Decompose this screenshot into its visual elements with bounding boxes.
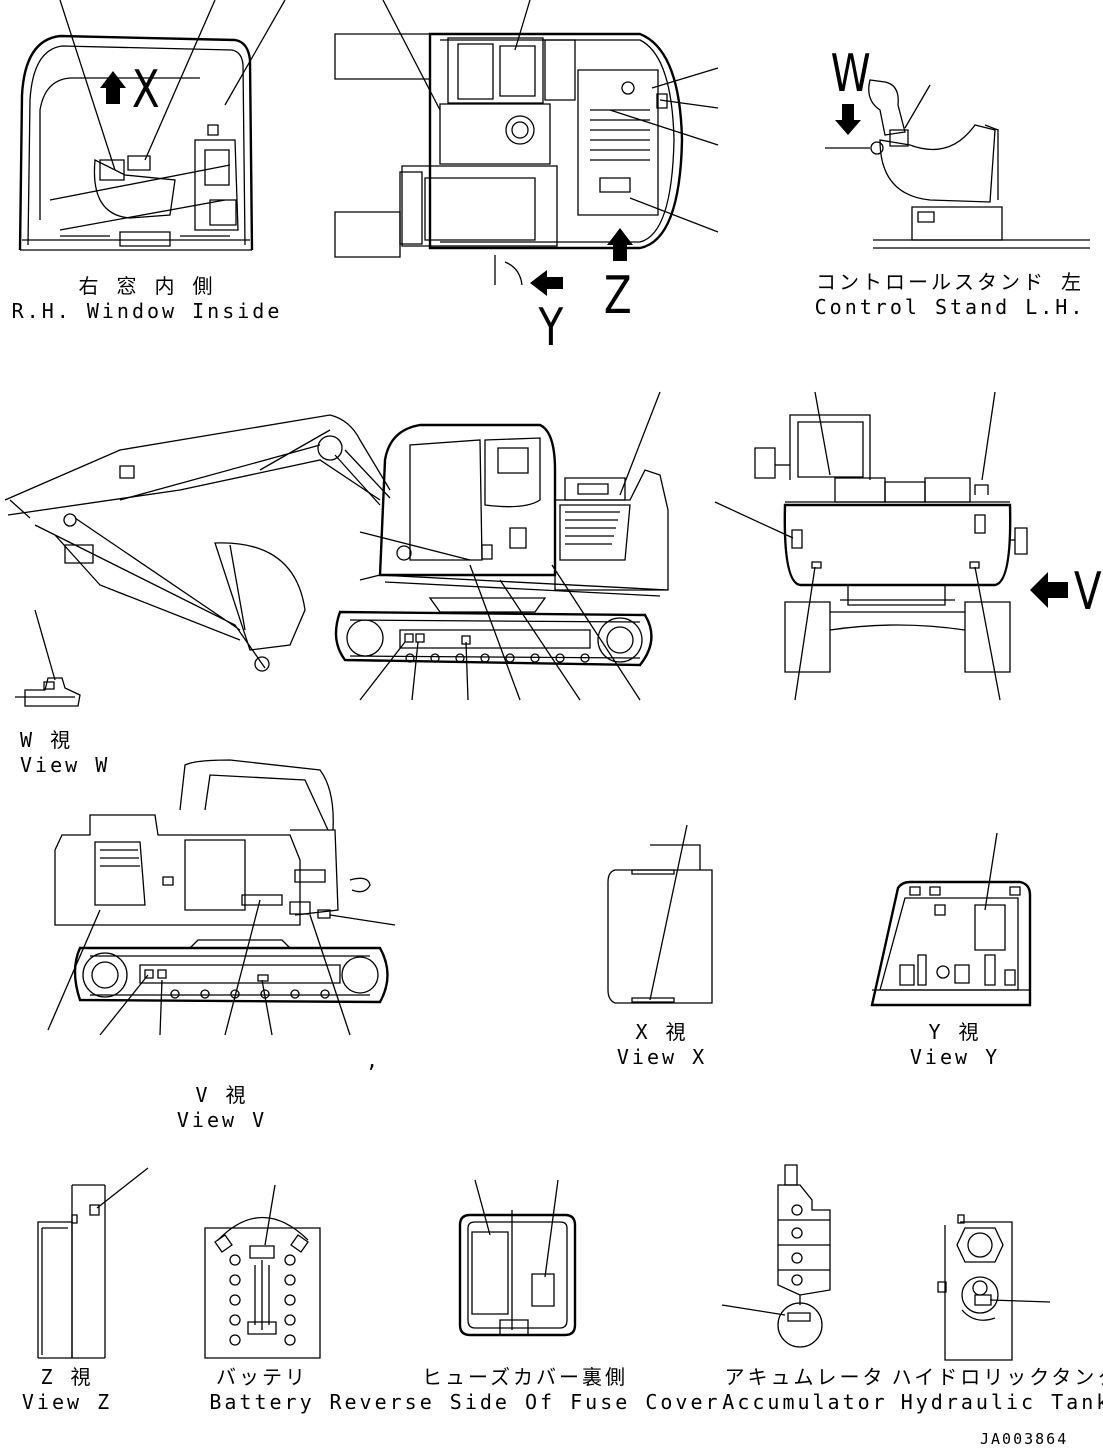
stray-mark: , bbox=[366, 1048, 382, 1072]
top-view-drawing bbox=[335, 0, 718, 296]
view-y-caption-en: View Y bbox=[909, 1045, 1001, 1069]
battery-caption-jp: バッテリ bbox=[216, 1365, 308, 1389]
rh-window-caption-jp: 右 窓 内 側 bbox=[78, 274, 216, 298]
view-x-drawing bbox=[608, 825, 712, 1003]
view-z-caption-en: View Z bbox=[21, 1390, 113, 1414]
accumulator-caption-jp: アキュムレータ bbox=[724, 1365, 886, 1389]
fuse-cover-caption-jp: ヒューズカバー裏側 bbox=[422, 1365, 628, 1389]
rh-window-inside-drawing bbox=[20, 0, 285, 250]
view-v-drawing bbox=[48, 760, 395, 1035]
battery-caption-en: Battery bbox=[209, 1390, 315, 1414]
excavator-side-drawing bbox=[5, 392, 668, 700]
arrow-letter-v: V bbox=[1073, 562, 1102, 622]
accumulator-caption-en: Accumulator bbox=[722, 1390, 888, 1414]
battery-drawing bbox=[205, 1185, 320, 1358]
hydraulic-tank-drawing bbox=[938, 1215, 1050, 1360]
drawing-number: JA003864 bbox=[980, 1430, 1069, 1448]
view-w-caption-en: View W bbox=[20, 753, 111, 777]
view-v-caption-en: View V bbox=[176, 1108, 268, 1132]
fuse-cover-drawing bbox=[460, 1180, 575, 1335]
control-stand-drawing bbox=[825, 80, 1090, 248]
view-x-caption-en: View X bbox=[616, 1045, 708, 1069]
control-stand-caption-jp: コントロールスタンド 左 bbox=[815, 270, 1085, 294]
arrow-letter-z: Z bbox=[603, 266, 632, 326]
arrow-letter-x: X bbox=[131, 60, 160, 120]
hydraulic-tank-caption-jp: ハイドロリックタンク bbox=[891, 1365, 1103, 1389]
arrow-letter-w: W bbox=[830, 44, 871, 104]
view-w-caption-jp: W 視 bbox=[20, 728, 74, 752]
view-z-drawing bbox=[38, 1168, 148, 1358]
arrow-letter-y: Y bbox=[538, 298, 564, 358]
rh-window-caption-en: R.H. Window Inside bbox=[11, 299, 283, 323]
view-y-drawing bbox=[872, 833, 1030, 1005]
view-y-caption-jp: Y 視 bbox=[928, 1020, 982, 1044]
control-stand-caption-en: Control Stand L.H. bbox=[814, 295, 1086, 319]
view-x-caption-jp: X 視 bbox=[635, 1020, 689, 1044]
hydraulic-tank-caption-en: Hydraulic Tank bbox=[900, 1390, 1103, 1414]
view-w-drawing bbox=[15, 610, 80, 706]
view-z-caption-jp: Z 視 bbox=[40, 1365, 94, 1389]
fuse-cover-caption-en: Reverse Side Of Fuse Cover bbox=[329, 1390, 721, 1414]
accumulator-drawing bbox=[722, 1165, 830, 1347]
view-v-caption-jp: V 視 bbox=[195, 1083, 249, 1107]
rear-view-drawing bbox=[715, 392, 1068, 700]
